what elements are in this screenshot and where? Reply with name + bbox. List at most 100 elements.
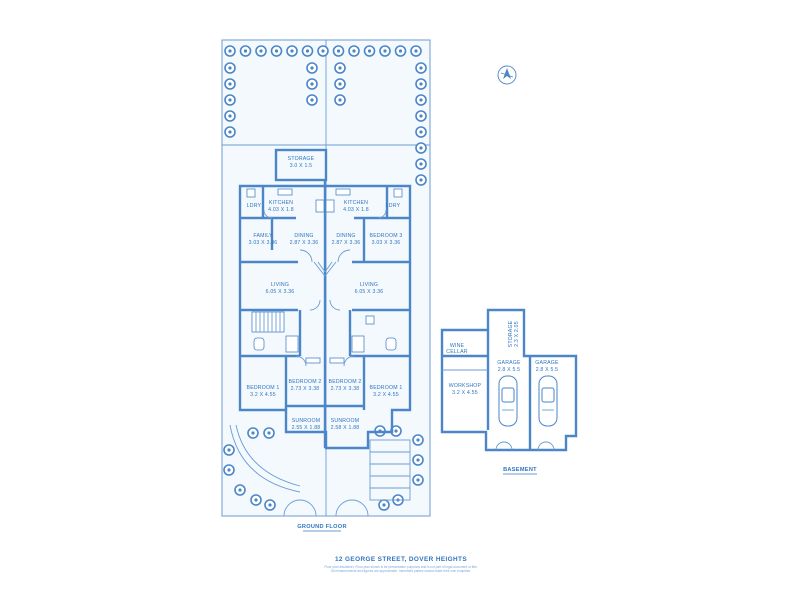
tree-icon-core	[228, 98, 232, 102]
basement-heading: BASEMENT	[503, 467, 537, 473]
tree-icon-core	[274, 49, 279, 53]
property-address: 12 GEORGE STREET, DOVER HEIGHTS	[335, 556, 467, 563]
tree-icon-core	[352, 49, 356, 53]
room-size-bedroom1-right: 3.2 X 4.55	[373, 392, 399, 398]
tree-icon-core	[338, 98, 342, 102]
room-name-storage-basement: STORAGE	[508, 320, 514, 347]
room-size-dining-right: 2.87 X 3.36	[332, 240, 361, 246]
tree-icon-core	[227, 448, 231, 452]
tree-icon-core	[383, 49, 387, 53]
room-size-dining-left: 2.87 X 3.36	[290, 240, 319, 246]
front-gates	[283, 499, 369, 517]
room-size-bedroom2-right: 2.73 X 3.38	[331, 386, 360, 392]
ground-floor-labels: STORAGE 3.0 X 1.5 LDRY KITCHEN 4.03 X 1.…	[247, 156, 403, 532]
tree-icon-core	[310, 98, 314, 102]
staircase	[251, 311, 285, 333]
room-name-bedroom2-right: BEDROOM 2	[329, 379, 362, 385]
front-driveway	[229, 424, 411, 501]
room-size-storage: 3.0 X 1.5	[290, 163, 313, 169]
car-icon	[538, 375, 558, 427]
garden-trees	[223, 45, 427, 511]
room-name-bedroom3: BEDROOM 3	[370, 233, 403, 239]
basement: WINE CELLAR STORAGE 2.3 X 2.05 WORKSHOP …	[440, 308, 578, 475]
room-size-workshop: 3.2 X 4.55	[452, 390, 478, 396]
room-size-kitchen-left: 4.03 X 1.8	[268, 207, 294, 213]
ground-floor-walls	[238, 148, 412, 450]
tree-icon-core	[290, 49, 294, 53]
tree-icon-core	[254, 498, 258, 502]
room-size-bedroom1-left: 3.2 X 4.55	[250, 392, 276, 398]
room-name-living-left: LIVING	[271, 282, 289, 288]
room-name-ldry-right: LDRY	[386, 203, 401, 209]
tree-icon-core	[419, 98, 423, 102]
tree-icon-core	[398, 49, 403, 53]
room-name-kitchen-left: KITCHEN	[269, 200, 293, 206]
tree-icon-core	[228, 49, 232, 53]
tree-icon-core	[338, 66, 342, 70]
tree-icon-core	[228, 82, 232, 86]
room-name-garage-left: GARAGE	[497, 360, 521, 366]
tree-icon-core	[228, 66, 232, 70]
room-size-living-right: 6.05 X 3.36	[355, 289, 384, 295]
room-name-sunroom-right: SUNROOM	[331, 418, 360, 424]
room-name-bedroom1-right: BEDROOM 1	[370, 385, 403, 391]
ground-floor-heading: GROUND FLOOR	[297, 524, 347, 530]
tree-icon-core	[228, 130, 232, 134]
tree-icon-core	[243, 49, 248, 53]
room-size-sunroom-left: 2.55 X 1.88	[292, 425, 321, 431]
room-size-sunroom-right: 2.58 X 1.88	[331, 425, 360, 431]
room-name-storage: STORAGE	[288, 156, 315, 162]
tree-icon-core	[419, 178, 423, 182]
room-name-living-right: LIVING	[360, 282, 378, 288]
compass-rose-icon	[497, 65, 517, 85]
room-name-dining-right: DINING	[336, 233, 355, 239]
room-size-garage-right: 2.8 X 5.5	[536, 367, 559, 373]
room-name-garage-right: GARAGE	[535, 360, 559, 366]
tree-icon-core	[259, 49, 263, 53]
room-name-sunroom-left: SUNROOM	[292, 418, 321, 424]
room-size-family: 3.03 X 3.36	[249, 240, 278, 246]
room-name-wine-cellar-1: WINE	[450, 343, 465, 349]
tree-icon-core	[416, 438, 420, 442]
room-size-garage-left: 2.8 X 5.5	[498, 367, 521, 373]
room-size-kitchen-right: 4.03 X 1.8	[343, 207, 369, 213]
tree-icon-core	[305, 49, 310, 53]
tree-icon-core	[394, 429, 398, 433]
tree-icon-core	[419, 146, 423, 150]
tree-icon-core	[419, 130, 423, 134]
tree-icon-core	[367, 49, 372, 53]
tree-icon-core	[321, 49, 325, 53]
tree-icon-core	[419, 66, 423, 70]
tree-icon-core	[251, 431, 255, 435]
room-name-wine-cellar-2: CELLAR	[446, 349, 467, 355]
tree-icon-core	[338, 82, 342, 86]
tree-icon-core	[416, 478, 420, 482]
tree-icon-core	[419, 82, 423, 86]
room-name-family: FAMILY	[253, 233, 273, 239]
tree-icon-core	[267, 431, 271, 435]
room-name-kitchen-right: KITCHEN	[344, 200, 368, 206]
car-icon	[498, 375, 518, 427]
tree-icon-core	[227, 468, 231, 472]
disclaimer-line-1: Floor plan disclaimer: Floor plan shown …	[324, 565, 477, 569]
room-size-storage-basement: 2.3 X 2.05	[514, 321, 520, 347]
tree-icon-core	[419, 114, 423, 118]
tree-icon-core	[416, 458, 420, 462]
tree-icon-core	[419, 162, 423, 166]
room-name-bedroom2-left: BEDROOM 2	[289, 379, 322, 385]
ground-floor-fixtures	[246, 188, 403, 367]
tree-icon-core	[414, 49, 418, 53]
room-size-bedroom2-left: 2.73 X 3.38	[291, 386, 320, 392]
tree-icon-core	[382, 503, 386, 507]
room-size-living-left: 6.05 X 3.36	[266, 289, 295, 295]
room-name-bedroom1-left: BEDROOM 1	[247, 385, 280, 391]
tree-icon-core	[238, 488, 242, 492]
tree-icon-core	[268, 503, 272, 507]
room-size-bedroom3: 3.03 X 3.36	[372, 240, 401, 246]
room-name-dining-left: DINING	[294, 233, 313, 239]
tree-icon-core	[310, 66, 314, 70]
tree-icon-core	[336, 49, 341, 53]
tree-icon-core	[310, 82, 314, 86]
tree-icon-core	[228, 114, 232, 118]
